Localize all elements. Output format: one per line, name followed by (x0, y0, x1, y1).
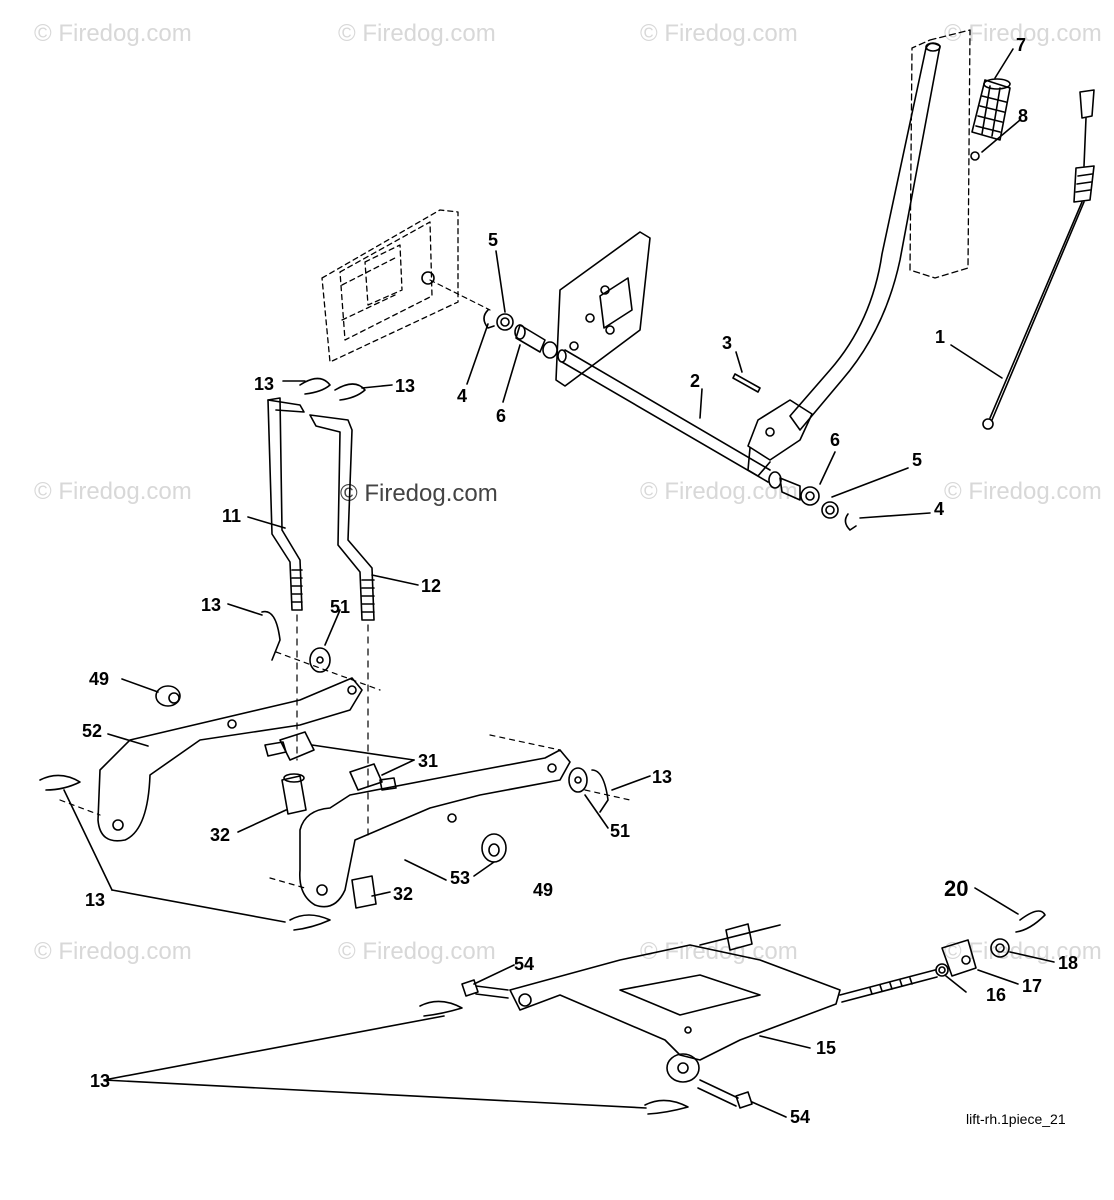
callout-31: 31 (418, 751, 439, 771)
callout-13: 13 (254, 374, 275, 394)
lift-arm-right (298, 749, 571, 908)
callout-1: 1 (935, 327, 946, 347)
callout-52: 52 (82, 721, 103, 741)
callout-51: 51 (330, 597, 351, 617)
callout-12: 12 (421, 576, 442, 596)
callout-54: 54 (790, 1107, 811, 1127)
center-watermark: © Firedog.com (340, 480, 498, 507)
watermark: © Firedog.com (338, 938, 496, 965)
watermark: © Firedog.com (944, 478, 1102, 505)
callout-5: 5 (912, 450, 923, 470)
callout-54: 54 (514, 954, 535, 974)
watermark: © Firedog.com (640, 20, 798, 47)
callout-49: 49 (533, 880, 554, 900)
callout-18: 18 (1058, 953, 1079, 973)
callout-51: 51 (610, 821, 631, 841)
callout-16: 16 (986, 985, 1007, 1005)
callout-13: 13 (85, 890, 106, 910)
lift-link-left (267, 397, 305, 611)
deck-lift-plate (509, 944, 841, 1083)
callout-20: 20 (944, 876, 969, 901)
callout-49: 49 (89, 669, 110, 689)
callout-32: 32 (210, 825, 231, 845)
callout-32: 32 (393, 884, 414, 904)
callout-11: 11 (222, 506, 242, 526)
callout-4: 4 (934, 499, 945, 519)
callout-5: 5 (488, 230, 499, 250)
lift-handle (789, 42, 941, 431)
callout-53: 53 (450, 868, 471, 888)
callout-13: 13 (652, 767, 673, 787)
callout-15: 15 (816, 1038, 837, 1058)
watermark: © Firedog.com (338, 20, 496, 47)
watermark: © Firedog.com (34, 20, 192, 47)
pin (732, 373, 761, 393)
callout-13: 13 (395, 376, 416, 396)
callout-3: 3 (722, 333, 733, 353)
callout-4: 4 (457, 386, 468, 406)
lift-rod (982, 89, 1095, 430)
watermark: © Firedog.com (34, 478, 192, 505)
callout-6: 6 (496, 406, 507, 426)
callout-8: 8 (1018, 106, 1029, 126)
callout-13: 13 (90, 1071, 111, 1091)
handle-grip (971, 78, 1011, 141)
lift-shaft-plate (542, 231, 771, 483)
lift-arm-left (97, 677, 363, 842)
shield-outline (909, 29, 971, 279)
lift-link-right (309, 414, 375, 621)
watermark: © Firedog.com (640, 478, 798, 505)
callout-6: 6 (830, 430, 841, 450)
callout-2: 2 (690, 371, 701, 391)
chassis-bracket-outline (321, 209, 459, 363)
callout-13: 13 (201, 595, 222, 615)
watermark: © Firedog.com (34, 938, 192, 965)
callout-7: 7 (1016, 35, 1027, 55)
reference-code: lift-rh.1piece_21 (966, 1111, 1066, 1127)
callout-17: 17 (1022, 976, 1043, 996)
handle-bracket (747, 399, 813, 461)
